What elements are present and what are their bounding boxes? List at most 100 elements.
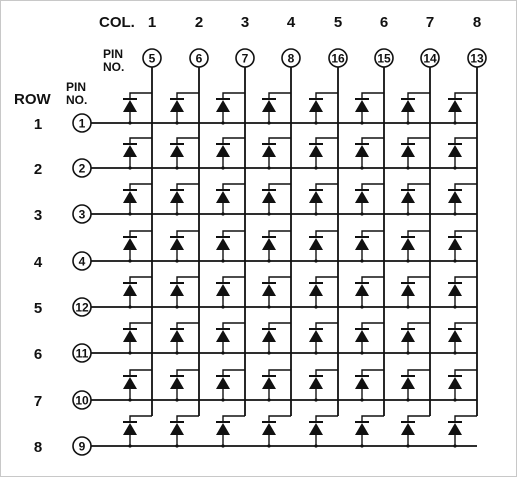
row-pin-number: 10 bbox=[75, 394, 89, 408]
led-diode bbox=[262, 415, 291, 448]
led-diode bbox=[355, 415, 384, 448]
led-diode bbox=[170, 276, 199, 309]
led-diode bbox=[448, 183, 477, 216]
led-diode bbox=[355, 322, 384, 355]
led-diode bbox=[309, 415, 338, 448]
led-diode bbox=[401, 183, 430, 216]
led-diode bbox=[401, 415, 430, 448]
led-diode bbox=[216, 276, 245, 309]
led-diode bbox=[262, 137, 291, 170]
row-pin-number: 9 bbox=[79, 440, 86, 454]
row-pin-circle bbox=[72, 158, 92, 178]
col-header-label: COL. bbox=[99, 14, 135, 31]
led-diode bbox=[123, 276, 152, 309]
led-diode bbox=[309, 137, 338, 170]
led-diode bbox=[216, 183, 245, 216]
led-diode bbox=[448, 230, 477, 263]
row-pin-circle bbox=[72, 390, 92, 410]
row-pin-number: 1 bbox=[79, 117, 86, 131]
column-pin-number: 6 bbox=[196, 52, 203, 66]
led-diode bbox=[401, 322, 430, 355]
column-pin-circle bbox=[235, 48, 255, 68]
column-number: 1 bbox=[148, 14, 156, 31]
led-diode bbox=[216, 230, 245, 263]
led-diode bbox=[170, 322, 199, 355]
row-pin-circle bbox=[72, 343, 92, 363]
column-number: 6 bbox=[380, 14, 388, 31]
column-pin-circle bbox=[142, 48, 162, 68]
led-diode bbox=[123, 415, 152, 448]
row-pin-number: 2 bbox=[79, 162, 86, 176]
led-diode bbox=[309, 322, 338, 355]
led-diode bbox=[262, 183, 291, 216]
col-pin-label-line2: NO. bbox=[103, 60, 124, 74]
led-diode bbox=[170, 92, 199, 125]
led-diode bbox=[123, 183, 152, 216]
column-pin-circle bbox=[189, 48, 209, 68]
col-pin-label-line1: PIN bbox=[103, 47, 123, 61]
column-pin-circle bbox=[328, 48, 348, 68]
row-pin-number: 12 bbox=[75, 301, 89, 315]
led-diode bbox=[262, 230, 291, 263]
row-number: 1 bbox=[34, 116, 42, 133]
led-diode bbox=[262, 369, 291, 402]
led-diode bbox=[216, 137, 245, 170]
column-pin-number: 7 bbox=[242, 52, 249, 66]
led-diode bbox=[355, 137, 384, 170]
row-pin-circle bbox=[72, 436, 92, 456]
row-pin-label-line1: PIN bbox=[66, 80, 86, 94]
led-diode bbox=[401, 276, 430, 309]
row-pin-number: 3 bbox=[79, 208, 86, 222]
led-diode bbox=[448, 415, 477, 448]
row-pin-number: 4 bbox=[79, 255, 86, 269]
row-pin-circle bbox=[72, 113, 92, 133]
led-diode bbox=[448, 322, 477, 355]
led-diode bbox=[448, 137, 477, 170]
led-diode bbox=[262, 276, 291, 309]
row-number: 2 bbox=[34, 161, 42, 178]
column-number: 4 bbox=[287, 14, 296, 31]
row-number: 4 bbox=[34, 254, 43, 271]
row-pin-label-line2: NO. bbox=[66, 93, 87, 107]
wiring bbox=[91, 67, 478, 447]
column-pin-number: 8 bbox=[288, 52, 295, 66]
column-pin-circle bbox=[467, 48, 487, 68]
led-diode bbox=[309, 183, 338, 216]
led-diode bbox=[262, 92, 291, 125]
led-diode bbox=[123, 230, 152, 263]
led-diode bbox=[448, 92, 477, 125]
row-header-label: ROW bbox=[14, 91, 52, 108]
led-diode bbox=[216, 92, 245, 125]
column-pin-number: 14 bbox=[423, 52, 437, 66]
led-diode bbox=[123, 137, 152, 170]
led-diode bbox=[262, 322, 291, 355]
row-pin-circle bbox=[72, 297, 92, 317]
column-number: 2 bbox=[195, 14, 203, 31]
led-diode bbox=[216, 415, 245, 448]
led-grid bbox=[123, 92, 477, 448]
column-number: 8 bbox=[473, 14, 481, 31]
led-diode bbox=[309, 230, 338, 263]
led-diode bbox=[123, 92, 152, 125]
led-diode bbox=[170, 369, 199, 402]
led-diode bbox=[123, 322, 152, 355]
row-number: 3 bbox=[34, 207, 42, 224]
led-diode bbox=[309, 92, 338, 125]
row-pin-number: 11 bbox=[76, 347, 89, 361]
led-diode bbox=[170, 137, 199, 170]
column-pin-circle bbox=[420, 48, 440, 68]
led-diode bbox=[355, 276, 384, 309]
led-diode bbox=[401, 369, 430, 402]
led-diode bbox=[448, 276, 477, 309]
row-pin-circle bbox=[72, 251, 92, 271]
led-diode bbox=[216, 322, 245, 355]
column-pin-number: 15 bbox=[377, 52, 391, 66]
row-number: 7 bbox=[34, 393, 42, 410]
led-diode bbox=[401, 137, 430, 170]
column-pin-number: 16 bbox=[331, 52, 345, 66]
led-diode bbox=[309, 276, 338, 309]
led-diode bbox=[216, 369, 245, 402]
column-pin-circle bbox=[374, 48, 394, 68]
led-diode bbox=[170, 183, 199, 216]
